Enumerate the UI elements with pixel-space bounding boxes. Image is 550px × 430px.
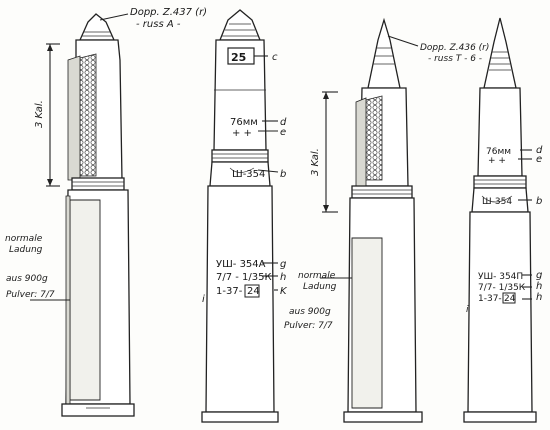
round-3-explosive-fill bbox=[365, 95, 383, 181]
charge-label-1: normale bbox=[5, 234, 43, 244]
case-marking-g: УШ- 354А bbox=[216, 259, 266, 270]
round-2-fuze bbox=[219, 9, 261, 41]
weight-label-1: aus 900g bbox=[6, 274, 48, 284]
round-4-nose bbox=[483, 17, 517, 89]
caliber-label-3: 3 Kal. bbox=[310, 148, 321, 176]
fuze-sub-1: - russ A - bbox=[136, 19, 181, 30]
round-3-nose bbox=[367, 17, 401, 89]
marker-i: i bbox=[202, 294, 205, 305]
projectile-marking-d: 76мм bbox=[230, 117, 258, 128]
round-4-external bbox=[463, 17, 537, 423]
round-4-cartridge-case bbox=[467, 211, 533, 413]
marker-d: d bbox=[280, 117, 287, 128]
case-marking-h: 7/7 - 1/35К bbox=[216, 272, 272, 283]
charge-sub-1: Ladung bbox=[9, 245, 43, 255]
round-4-case-rim bbox=[463, 411, 537, 423]
case-marking-k-box bbox=[244, 284, 260, 298]
stencil-box-text: 25 bbox=[231, 51, 246, 64]
round-3-propellant bbox=[351, 237, 383, 409]
round-1-explosive-fill bbox=[79, 53, 97, 177]
charge-label-3: normale bbox=[298, 271, 336, 281]
marker-b4: b bbox=[536, 196, 542, 207]
round-2-cartridge-case bbox=[205, 185, 275, 413]
marker-e: e bbox=[280, 127, 286, 138]
marker-g: g bbox=[280, 259, 286, 270]
round-1-propellant bbox=[69, 199, 101, 401]
case-marking-h4: 7/7- 1/35К bbox=[478, 283, 526, 293]
powder-label-1: Pulver: 7/7 bbox=[6, 290, 55, 300]
labels-round-3: Dopp. Z.436 (r) - russ T - 6 - 3 Kal. no… bbox=[284, 43, 489, 331]
marker-e4: e bbox=[536, 154, 542, 165]
caliber-dimension bbox=[46, 43, 60, 187]
case-marking-k: 1-37- bbox=[216, 286, 243, 297]
case-marking-k4-box bbox=[502, 292, 516, 304]
round-3-sectioned bbox=[320, 17, 423, 423]
band-marking-b: Ш-354 bbox=[232, 169, 265, 180]
case-marking-g4: УШ- 354П bbox=[478, 272, 523, 282]
case-marking-k-boxed: 24 bbox=[247, 286, 260, 297]
powder-label-3: Pulver: 7/7 bbox=[284, 321, 333, 331]
round-3-driving-band bbox=[351, 185, 413, 199]
marker-g4: g bbox=[536, 270, 542, 281]
round-2-driving-band bbox=[211, 149, 269, 163]
case-marking-k4-boxed: 24 bbox=[504, 294, 516, 304]
round-2-external bbox=[201, 9, 279, 423]
weight-label-3: aus 900g bbox=[289, 307, 331, 317]
proj-marking-d4: 76мм bbox=[486, 147, 511, 157]
round-2-case-rim bbox=[201, 411, 279, 423]
marker-d4: d bbox=[536, 145, 543, 156]
caliber-label-1: 3 Kal. bbox=[34, 100, 45, 128]
marker-b: b bbox=[280, 169, 286, 180]
band-marking-b4: Ш-354 bbox=[482, 197, 512, 207]
case-marking-k4: 1-37- bbox=[478, 294, 502, 304]
fuze-label-3: Dopp. Z.436 (r) bbox=[420, 43, 489, 53]
labels-round-1: Dopp. Z.437 (r) - russ A - 3 Kal. normal… bbox=[5, 7, 207, 300]
labels-round-2: 25 c 76мм d + + e Ш-354 b УШ- 354А g 7/7… bbox=[202, 51, 288, 305]
marker-h: h bbox=[280, 272, 286, 283]
marker-h4: h bbox=[536, 281, 542, 292]
marker-k4: h bbox=[536, 292, 542, 303]
charge-sub-3: Ladung bbox=[303, 282, 337, 292]
fuze-sub-3: - russ T - 6 - bbox=[428, 54, 482, 64]
round-1-case-rim bbox=[61, 403, 135, 417]
round-4-driving-band bbox=[473, 175, 527, 189]
marker-c: c bbox=[272, 52, 278, 63]
proj-marking-e4: + + bbox=[488, 156, 506, 166]
labels-round-4: 76мм d + + e Ш-354 b УШ- 354П g 7/7- 1/3… bbox=[466, 145, 543, 315]
caliber-dimension-2 bbox=[322, 91, 338, 213]
round-1-sectioned bbox=[30, 13, 135, 417]
round-3-case-rim bbox=[343, 411, 423, 423]
round-1-driving-band bbox=[71, 177, 125, 191]
marker-i4: i bbox=[466, 305, 469, 315]
marker-k: K bbox=[280, 286, 288, 297]
fuze-label-1: Dopp. Z.437 (r) bbox=[130, 7, 207, 18]
projectile-marking-e: + + bbox=[232, 128, 252, 139]
